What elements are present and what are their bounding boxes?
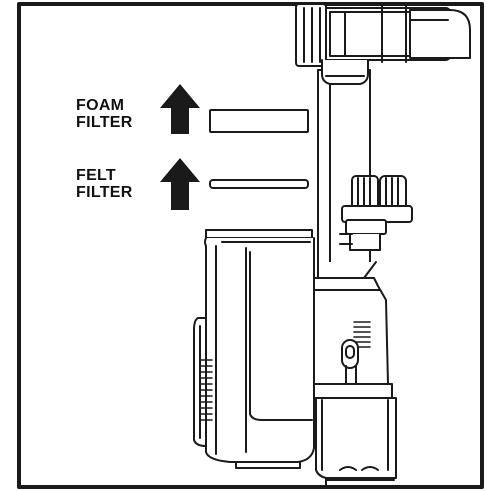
felt-filter-slot [209,179,309,189]
arrow-up-icon [160,84,200,134]
flow-valve-assembly [339,175,413,251]
foam-filter-slot [209,109,309,133]
felt-filter-label: FELT FILTER [76,167,133,201]
filter-canister [193,229,315,469]
diagram-border [17,2,484,489]
pump-motor-housing [313,261,397,487]
arrow-up-icon [160,158,200,210]
foam-filter-label: FOAM FILTER [76,97,133,131]
intake-pipe-assembly [295,3,471,271]
